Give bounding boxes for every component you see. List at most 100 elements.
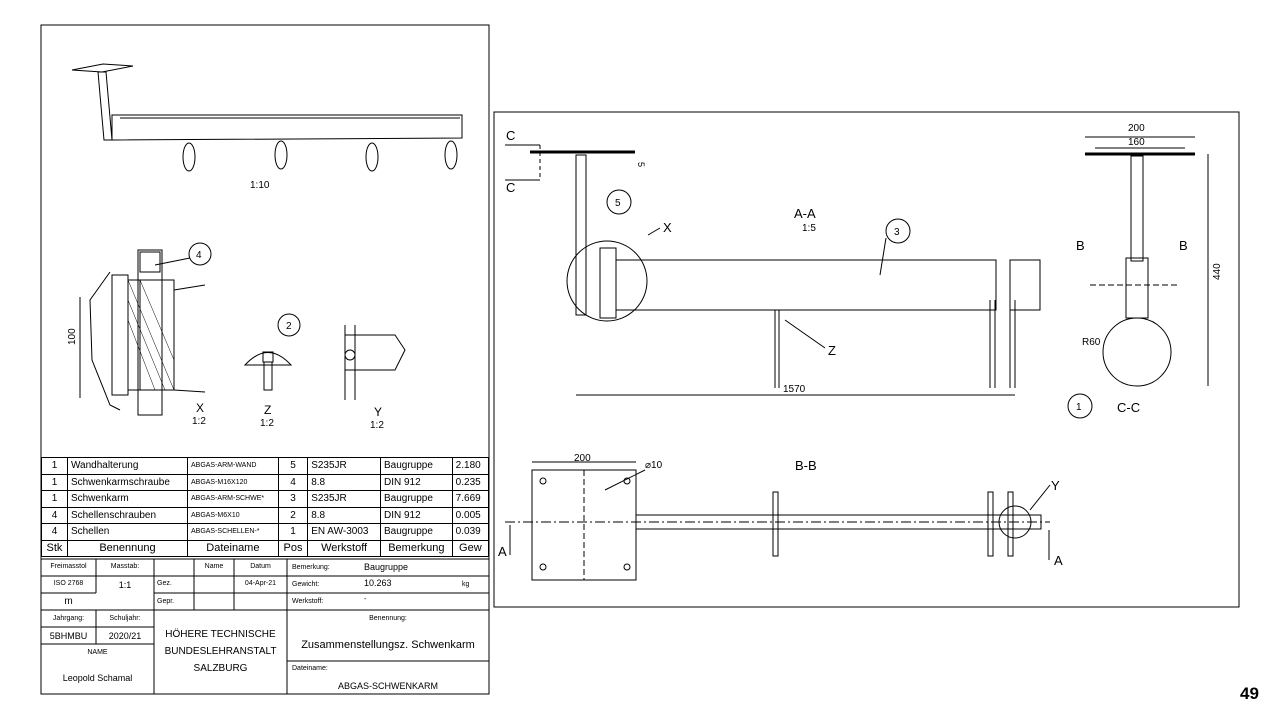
section-bb-label: B-B (795, 458, 817, 473)
cell-gew: 0.005 (451, 506, 490, 524)
header-benennung: Benennung (66, 539, 188, 557)
detail-z-marker: Z (828, 343, 836, 358)
werkstoff-value: - (364, 596, 367, 603)
cell-pos: 1 (277, 523, 309, 541)
dateiname-value: ABGAS-SCHWENKARM (337, 681, 438, 691)
detail-x-label: X (196, 401, 204, 415)
cell-bemerkung: Baugruppe (380, 457, 453, 475)
cut-c-bottom: C (506, 180, 515, 195)
left-sheet-frame (40, 24, 490, 695)
gewicht-label: Gewicht: (292, 581, 320, 588)
jahrgang-value: 5BHMBU (49, 631, 88, 641)
cell-werkstoff: S235JR (307, 457, 381, 475)
schuljahr-label: Schuljahr: (109, 615, 141, 622)
jahrgang-label: Jahrgang: (52, 615, 85, 622)
cell-benennung: Schellen (66, 523, 188, 541)
school-line-2: BUNDESLEHRANSTALT (164, 646, 277, 657)
cell-stk: 1 (41, 457, 68, 475)
cell-stk: 4 (41, 523, 68, 541)
gez-label: Gez. (157, 580, 172, 587)
masstab-value: 1:1 (118, 580, 132, 590)
cell-werkstoff: S235JR (307, 490, 381, 508)
cell-werkstoff: 8.8 (307, 506, 381, 524)
werkstoff-label: Werkstoff: (292, 598, 324, 605)
dim-160-cc: 160 (1128, 137, 1145, 148)
dim-200-bb: 200 (574, 453, 591, 464)
detail-x-view: 4 100 X 1:2 (67, 242, 212, 427)
section-aa-scale: 1:5 (802, 223, 816, 234)
cell-stk: 1 (41, 490, 68, 508)
radius-r60: R60 (1082, 337, 1101, 348)
header-dateiname: Dateiname (186, 539, 279, 557)
iso-scale: 1:10 (250, 180, 270, 191)
detail-y-scale: 1:2 (370, 420, 384, 431)
cell-bemerkung: Baugruppe (380, 490, 453, 508)
dim-440: 440 (1212, 263, 1223, 280)
cell-gew: 2.180 (451, 457, 490, 475)
cut-a-right: A (1054, 553, 1063, 568)
name-value: Leopold Schamal (62, 673, 133, 683)
benennung-label: Benennung: (369, 615, 407, 622)
datum-column: Datum (250, 563, 271, 570)
drawing-title: Zusammenstellungsz. Schwenkarm (301, 639, 475, 651)
cell-pos: 5 (277, 457, 309, 475)
balloon-2: 2 (286, 321, 292, 332)
hole-diameter: ⌀10 (645, 460, 663, 471)
gewicht-value: 10.263 (364, 578, 392, 588)
school-line-1: HÖHERE TECHNISCHE (165, 629, 276, 640)
cell-pos: 2 (277, 506, 309, 524)
detail-y-view: Y 1:2 (344, 325, 406, 431)
cell-werkstoff: 8.8 (307, 473, 381, 491)
cell-werkstoff: EN AW-3003 (307, 523, 381, 541)
cell-benennung: Schwenkarmschraube (66, 473, 188, 491)
tolerance-class: m (64, 596, 73, 607)
balloon-3: 3 (894, 227, 900, 238)
cell-stk: 1 (41, 473, 68, 491)
header-bemerkung: Bemerkung (380, 539, 453, 557)
balloon-4: 4 (196, 250, 202, 261)
school-line-3: SALZBURG (193, 663, 248, 674)
schuljahr-value: 2020/21 (108, 631, 142, 641)
header-gew: Gew (451, 539, 490, 557)
cut-a-left: A (498, 544, 507, 559)
dateiname-label: Dateiname: (292, 665, 328, 672)
detail-z-scale: 1:2 (260, 418, 274, 429)
cell-dateiname: ABGAS-M16X120 (186, 473, 279, 491)
detail-y-marker: Y (1051, 478, 1060, 493)
cell-gew: 0.039 (451, 523, 490, 541)
section-c-c-view: 200 160 B B 440 R60 1 C-C (1067, 123, 1223, 419)
header-pos: Pos (277, 539, 309, 557)
name-label: NAME (87, 649, 108, 656)
cell-bemerkung: DIN 912 (380, 473, 453, 491)
detail-y-label: Y (374, 405, 382, 419)
cell-benennung: Wandhalterung (66, 457, 188, 475)
cell-dateiname: ABGAS-M6X10 (186, 506, 279, 524)
cell-gew: 7.669 (451, 490, 490, 508)
page-number: 49 (1240, 684, 1259, 703)
cut-b-left: B (1076, 238, 1085, 253)
cell-benennung: Schwenkarm (66, 490, 188, 508)
right-sheet-frame (493, 111, 1240, 608)
isometric-view: 1:10 (71, 63, 463, 191)
dim-100: 100 (67, 328, 78, 345)
dim-200-cc: 200 (1128, 123, 1145, 134)
title-block-grid (41, 558, 489, 694)
plate-thickness: 5 (636, 162, 646, 167)
balloon-5: 5 (615, 198, 621, 209)
bemerkung-label: Bemerkung: (292, 564, 330, 571)
detail-x-scale: 1:2 (192, 416, 206, 427)
header-werkstoff: Werkstoff (307, 539, 381, 557)
bemerkung-value: Baugruppe (364, 562, 409, 572)
gepr-label: Gepr. (157, 598, 175, 605)
detail-x-marker: X (663, 220, 672, 235)
masstab-label: Masstab: (110, 563, 140, 570)
balloon-1: 1 (1076, 402, 1082, 413)
cell-bemerkung: Baugruppe (380, 523, 453, 541)
cell-pos: 4 (277, 473, 309, 491)
